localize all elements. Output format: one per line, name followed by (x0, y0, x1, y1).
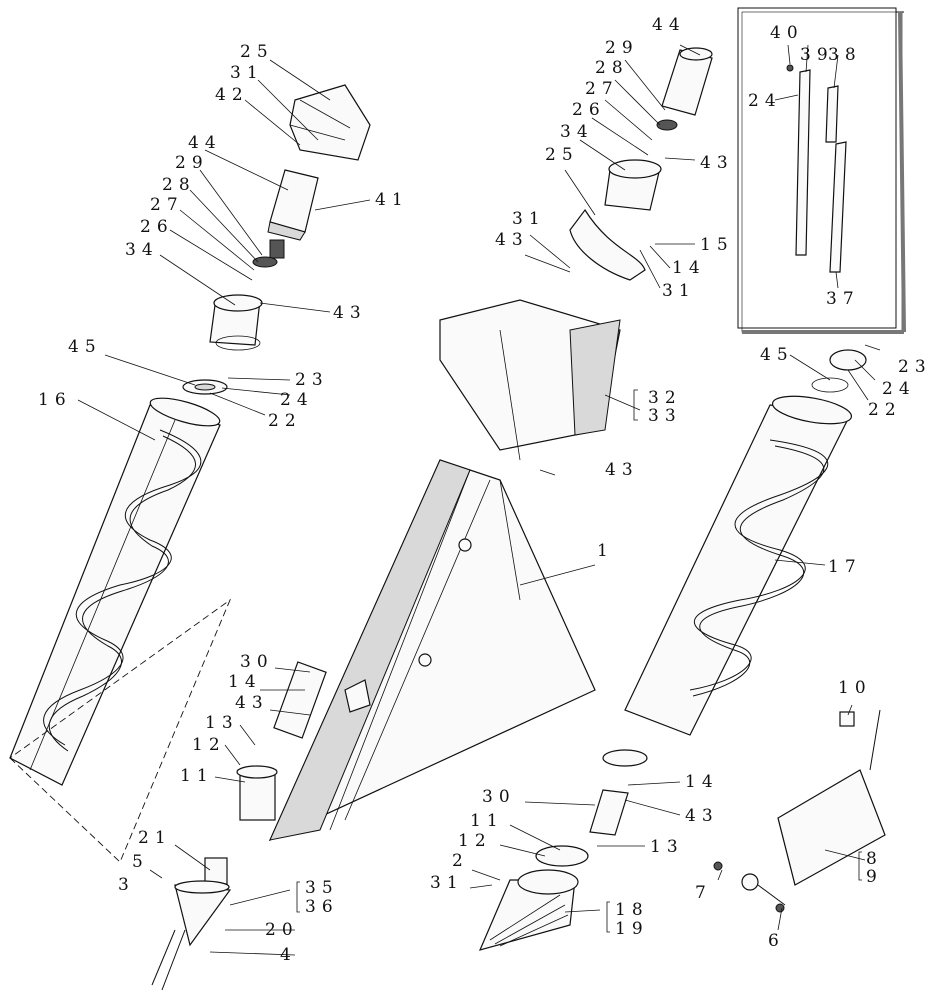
callout-b-43: 43 (685, 806, 719, 826)
callout-k-7: 7 (695, 883, 712, 903)
leader-lines (77, 44, 881, 956)
callout-r-43c: 43 (605, 460, 639, 480)
callout-22: 22 (268, 411, 302, 431)
callout-i-38: 38 (828, 45, 862, 65)
callout-45: 45 (68, 337, 102, 357)
callout-23: 23 (295, 370, 329, 390)
callout-24: 24 (280, 390, 314, 410)
callout-14: 14 (228, 672, 262, 692)
callout-43-lower: 43 (235, 693, 269, 713)
callout-k-10: 10 (838, 678, 872, 698)
callout-r-45: 45 (760, 345, 794, 365)
callout-r-26: 26 (572, 100, 606, 120)
left-lower-hub (151, 857, 232, 991)
callout-36: 36 (305, 897, 339, 917)
callout-r-17: 17 (828, 557, 862, 577)
callout-labels: 25 31 42 44 41 29 28 27 26 34 43 45 23 2… (38, 15, 928, 965)
callout-r-28: 28 (595, 58, 629, 78)
callout-b-13: 13 (650, 837, 684, 857)
callout-r-44: 44 (652, 15, 686, 35)
callout-r-24: 24 (882, 379, 916, 399)
callout-31: 31 (230, 63, 264, 83)
callout-r-14: 14 (672, 258, 706, 278)
callout-r-31b: 31 (662, 281, 696, 301)
callout-b-31: 31 (430, 873, 464, 893)
callout-30: 30 (240, 652, 274, 672)
callout-b-14: 14 (685, 772, 719, 792)
callout-b-2: 2 (452, 851, 469, 871)
callout-r-43: 43 (700, 153, 734, 173)
callout-r-29: 29 (605, 38, 639, 58)
callout-k-6: 6 (768, 931, 785, 951)
right-auger-assembly (478, 349, 867, 951)
right-drive-assembly (439, 47, 713, 461)
callout-r-1: 1 (597, 541, 614, 561)
callout-b-30: 30 (482, 787, 516, 807)
callout-44: 44 (188, 133, 222, 153)
callout-r-31: 31 (512, 209, 546, 229)
callout-r-25: 25 (545, 145, 579, 165)
callout-34: 34 (125, 240, 159, 260)
scraper-assembly (713, 709, 886, 913)
callout-3: 3 (118, 875, 135, 895)
callout-4: 4 (280, 945, 297, 965)
callout-5: 5 (132, 852, 149, 872)
callout-i-37: 37 (826, 289, 860, 309)
callout-35: 35 (305, 878, 339, 898)
callout-11: 11 (180, 766, 214, 786)
callout-r-32: 32 (648, 388, 682, 408)
callout-28: 28 (162, 175, 196, 195)
callout-r-23: 23 (898, 357, 928, 377)
callout-27: 27 (150, 195, 184, 215)
callout-b-11: 11 (470, 811, 504, 831)
callout-16: 16 (38, 390, 72, 410)
callout-12: 12 (192, 735, 226, 755)
callout-26: 26 (140, 217, 174, 237)
callout-20: 20 (265, 920, 299, 940)
callout-i-39: 39 (800, 45, 834, 65)
left-auger-assembly (9, 84, 371, 863)
callout-29: 29 (175, 153, 209, 173)
callout-b-19: 19 (615, 919, 649, 939)
callout-k-9: 9 (866, 867, 883, 887)
hopper-frame (236, 459, 596, 842)
callout-41: 41 (375, 190, 409, 210)
callout-25: 25 (240, 42, 274, 62)
callout-r-15: 15 (700, 235, 734, 255)
callout-r-22: 22 (868, 400, 902, 420)
inset-detail-box (737, 7, 906, 334)
callout-b-18: 18 (615, 900, 649, 920)
callout-r-27: 27 (585, 79, 619, 99)
callout-r-43b: 43 (495, 230, 529, 250)
callout-13: 13 (205, 713, 239, 733)
callout-43: 43 (333, 303, 367, 323)
callout-42: 42 (215, 85, 249, 105)
callout-k-8: 8 (866, 849, 883, 869)
callout-r-34: 34 (560, 122, 594, 142)
callout-i-40: 40 (770, 23, 804, 43)
callout-r-33: 33 (648, 406, 682, 426)
callout-21: 21 (138, 828, 172, 848)
callout-b-12: 12 (458, 831, 492, 851)
callout-i-24: 24 (748, 91, 782, 111)
